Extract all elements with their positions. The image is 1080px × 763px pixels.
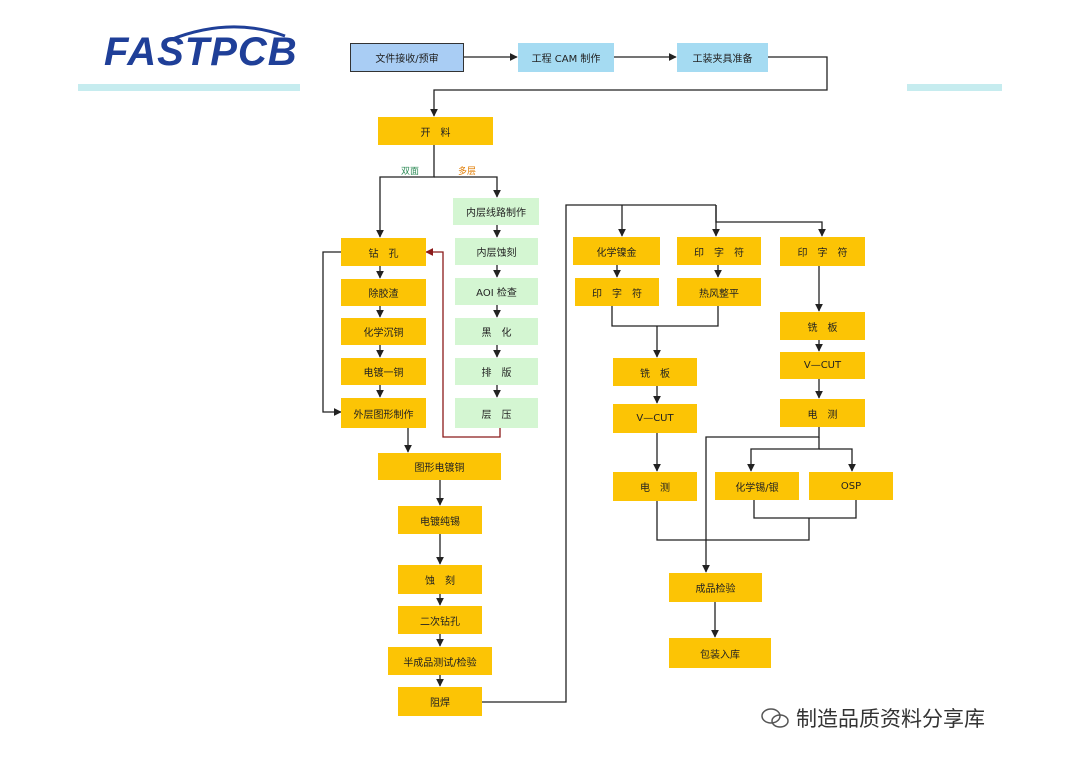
step-black-oxide: 黑 化 (455, 318, 538, 345)
step-panel-plating: 电镀一铜 (341, 358, 426, 385)
label-multilayer: 多层 (458, 167, 477, 177)
header-bar-right (907, 84, 1002, 91)
step-hasl: 热风整平 (677, 278, 761, 306)
step-packing: 包装入库 (669, 638, 771, 668)
step-legend-b: 印 字 符 (677, 237, 761, 265)
step-osp: OSP (809, 472, 893, 500)
step-routing-ab: 铣 板 (613, 358, 697, 386)
wechat-icon (761, 708, 789, 728)
step-lamination: 层 压 (455, 398, 538, 428)
step-cutting: 开 料 (378, 117, 493, 145)
step-solder-mask: 阻焊 (398, 687, 482, 716)
step-legend-c: 印 字 符 (780, 237, 865, 266)
watermark-text: 制造品质资料分享库 (796, 707, 985, 731)
watermark: 制造品质资料分享库 (760, 703, 985, 733)
step-immersion-tin-silver: 化学锡/银 (715, 472, 799, 500)
step-electrical-test-ab: 电 测 (613, 472, 697, 501)
step-second-drilling: 二次钻孔 (398, 606, 482, 634)
step-file-review: 文件接收/预审 (350, 43, 464, 72)
step-tin-plating: 电镀纯锡 (398, 506, 482, 534)
step-pattern-plating: 图形电镀铜 (378, 453, 501, 480)
step-layup: 排 版 (455, 358, 538, 385)
step-inner-etch: 内层蚀刻 (455, 238, 538, 265)
step-cam: 工程 CAM 制作 (518, 43, 614, 72)
label-double-sided: 双面 (401, 167, 420, 177)
step-vcut-ab: V—CUT (613, 404, 697, 433)
step-tooling: 工装夹具准备 (677, 43, 768, 72)
step-desmear: 除胶渣 (341, 279, 426, 306)
step-etching: 蚀 刻 (398, 565, 482, 594)
step-vcut-c: V—CUT (780, 352, 865, 379)
step-inner-layer-circuit: 内层线路制作 (453, 198, 539, 225)
step-final-inspection: 成品检验 (669, 573, 762, 602)
step-legend-a: 印 字 符 (575, 278, 659, 306)
step-drilling: 钻 孔 (341, 238, 426, 266)
step-outer-layer-imaging: 外层图形制作 (341, 398, 426, 428)
step-electrical-test-c: 电 测 (780, 399, 865, 427)
step-aoi: AOI 检查 (455, 278, 538, 305)
company-logo: FASTPCB (104, 30, 298, 74)
logo-swoosh-icon (169, 25, 286, 42)
step-routing-c: 铣 板 (780, 312, 865, 340)
step-enig: 化学镍金 (573, 237, 660, 265)
step-semi-finished-test: 半成品测试/检验 (388, 647, 492, 675)
step-electroless-copper: 化学沉铜 (341, 318, 426, 345)
header-bar-left (78, 84, 300, 91)
